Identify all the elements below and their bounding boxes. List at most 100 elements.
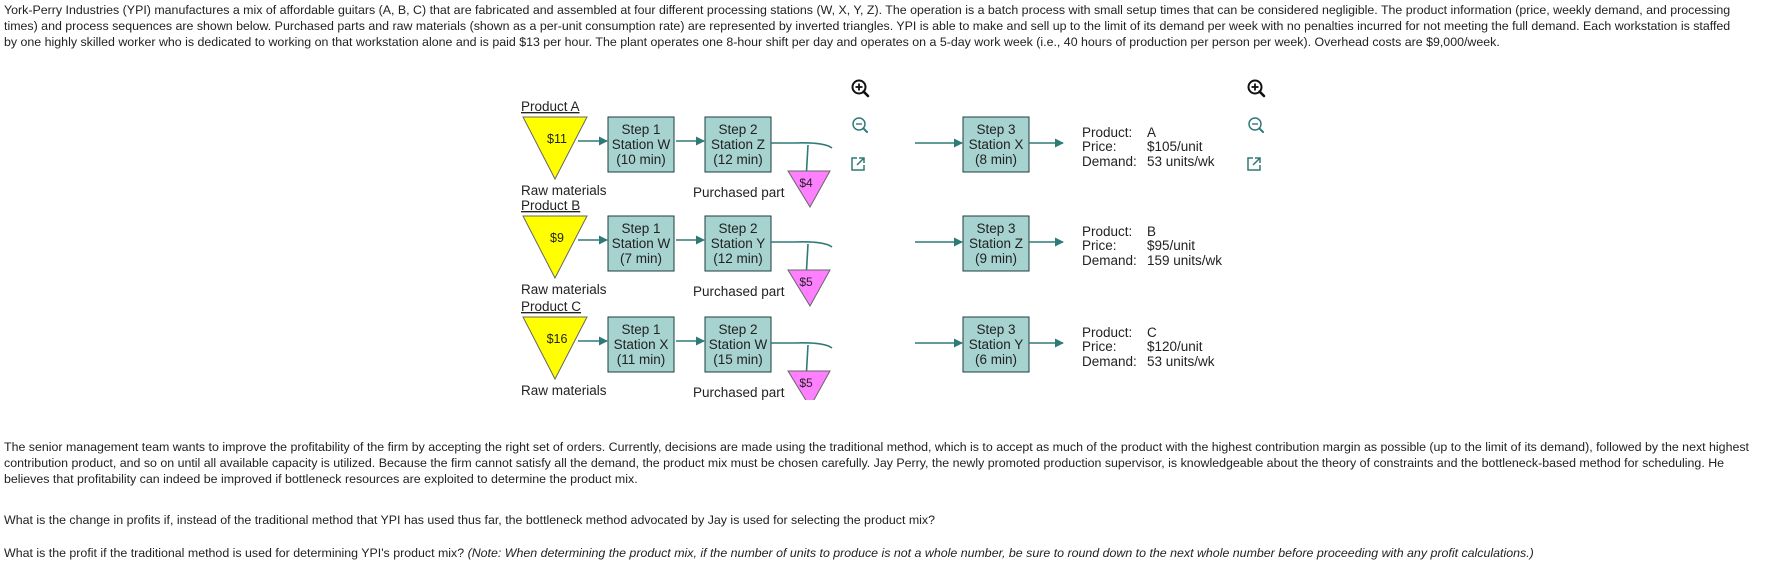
- product-c-raw-material-triangle: [522, 316, 588, 381]
- product-b-info-price: $95/unit: [1147, 238, 1195, 253]
- product-c-purchased-part-cost: $5: [799, 376, 813, 390]
- product-b-step3-box: [962, 215, 1030, 272]
- zoom-out-icon-left[interactable]: [852, 117, 868, 133]
- product-b-purchased-part-cost: $5: [799, 275, 813, 289]
- product-a-raw-material-triangle: [522, 116, 588, 181]
- product-a-info-product: A: [1147, 125, 1156, 140]
- product-b-step2-line-3: (12 min): [713, 251, 763, 266]
- product-c-step3-line-3: (6 min): [975, 352, 1017, 367]
- product-c-purchased-part-label: Purchased part: [693, 385, 785, 400]
- open-external-icon-left[interactable]: [851, 157, 865, 171]
- product-b-info-price-label: Price:: [1082, 238, 1117, 253]
- product-c-info-product-label: Product:: [1082, 325, 1132, 340]
- product-c-step1-line-2: Station X: [614, 337, 669, 352]
- product-c-step3-line-1: Step 3: [976, 322, 1015, 337]
- intro-paragraph: York-Perry Industries (YPI) manufactures…: [4, 3, 1731, 49]
- product-a-step1-line-2: Station W: [612, 137, 671, 152]
- product-c-step2-line-2: Station W: [709, 337, 768, 352]
- product-a-title: Product A: [521, 99, 580, 114]
- product-c-title: Product C: [521, 299, 581, 314]
- question-2: What is the profit if the traditional me…: [4, 545, 1766, 561]
- product-a-purchased-part-cost: $4: [799, 176, 813, 190]
- product-b-step3-line-1: Step 3: [976, 221, 1015, 236]
- product-a-step3-line-3: (8 min): [975, 152, 1017, 167]
- product-c-info-price-label: Price:: [1082, 339, 1117, 354]
- product-c-step2-line-1: Step 2: [718, 322, 757, 337]
- product-b-step2-box: [704, 215, 772, 272]
- product-b-step2-line-1: Step 2: [718, 221, 757, 236]
- product-b-raw-material-triangle: [522, 215, 588, 280]
- product-b-step3-line-2: Station Z: [969, 236, 1023, 251]
- product-b-step2-line-2: Station Y: [711, 236, 766, 251]
- product-a-info-demand: 53 units/wk: [1147, 154, 1215, 169]
- product-a-step3-line-1: Step 3: [976, 122, 1015, 137]
- product-b-info-demand: 159 units/wk: [1147, 253, 1222, 268]
- zoom-in-icon-left[interactable]: [851, 79, 870, 98]
- product-b-title: Product B: [521, 198, 580, 213]
- product-b-raw-material-cost: $9: [550, 231, 564, 245]
- product-a-step3-box: [962, 116, 1030, 173]
- product-a-purchased-part-label: Purchased part: [693, 185, 785, 200]
- open-external-icon-right[interactable]: [1247, 157, 1261, 171]
- product-b-purchased-part-label: Purchased part: [693, 284, 785, 299]
- product-b-step1-line-1: Step 1: [621, 221, 660, 236]
- product-a-step1-line-1: Step 1: [621, 122, 660, 137]
- product-b-raw-material-label: Raw materials: [521, 282, 607, 297]
- product-a-step2-line-3: (12 min): [713, 152, 763, 167]
- product-b-step1-line-2: Station W: [612, 236, 671, 251]
- zoom-in-icon-right[interactable]: [1247, 79, 1266, 98]
- product-c-step1-line-3: (11 min): [617, 352, 666, 367]
- product-c-purchased-part-triangle: [787, 370, 831, 400]
- product-a-info-product-label: Product:: [1082, 125, 1132, 140]
- product-b-step1-box: [607, 215, 675, 272]
- product-c-info-price: $120/unit: [1147, 339, 1203, 354]
- product-a-step2-line-2: Station Z: [711, 137, 765, 152]
- product-a-purchased-part-triangle: [787, 170, 831, 208]
- product-a-raw-material-cost: $11: [547, 132, 567, 146]
- product-b-step1-line-3: (7 min): [620, 251, 662, 266]
- product-c-step1-box: [607, 316, 675, 373]
- product-b-purchased-part-triangle: [787, 269, 831, 307]
- product-b-info-demand-label: Demand:: [1082, 253, 1137, 268]
- product-c-info-product: C: [1147, 325, 1157, 340]
- product-c-step3-line-2: Station Y: [969, 337, 1024, 352]
- product-a-step1-line-3: (10 min): [616, 152, 666, 167]
- question-2-text: What is the profit if the traditional me…: [4, 546, 465, 560]
- context-paragraph: The senior management team wants to impr…: [4, 440, 1749, 486]
- product-b-info-product: B: [1147, 224, 1156, 239]
- product-c-step3-box: [962, 316, 1030, 373]
- product-c-step2-line-3: (15 min): [713, 352, 763, 367]
- product-b-step3-line-3: (9 min): [975, 251, 1017, 266]
- zoom-out-icon-right[interactable]: [1248, 117, 1264, 133]
- product-a-step2-line-1: Step 2: [718, 122, 757, 137]
- question-1: What is the change in profits if, instea…: [4, 513, 935, 527]
- product-a-step1-box: [607, 116, 675, 173]
- product-a-raw-material-label: Raw materials: [521, 183, 607, 198]
- product-a-step2-box: [704, 116, 772, 173]
- product-c-info-demand-label: Demand:: [1082, 354, 1137, 369]
- product-b-info-product-label: Product:: [1082, 224, 1132, 239]
- product-c-merge-connector-upper: [771, 342, 833, 349]
- product-b-merge-connector-upper: [771, 241, 833, 248]
- product-a-info-price-label: Price:: [1082, 139, 1117, 154]
- product-c-raw-material-label: Raw materials: [521, 383, 607, 398]
- product-c-step1-line-1: Step 1: [621, 322, 660, 337]
- product-a-info-price: $105/unit: [1147, 139, 1203, 154]
- product-a-merge-connector-upper: [771, 142, 833, 149]
- product-c-step2-box: [704, 316, 772, 373]
- product-c-raw-material-cost: $16: [547, 332, 568, 346]
- product-a-step3-line-2: Station X: [969, 137, 1024, 152]
- question-2-note: (Note: When determining the product mix,…: [467, 546, 1534, 560]
- product-c-info-demand: 53 units/wk: [1147, 354, 1215, 369]
- product-a-info-demand-label: Demand:: [1082, 154, 1137, 169]
